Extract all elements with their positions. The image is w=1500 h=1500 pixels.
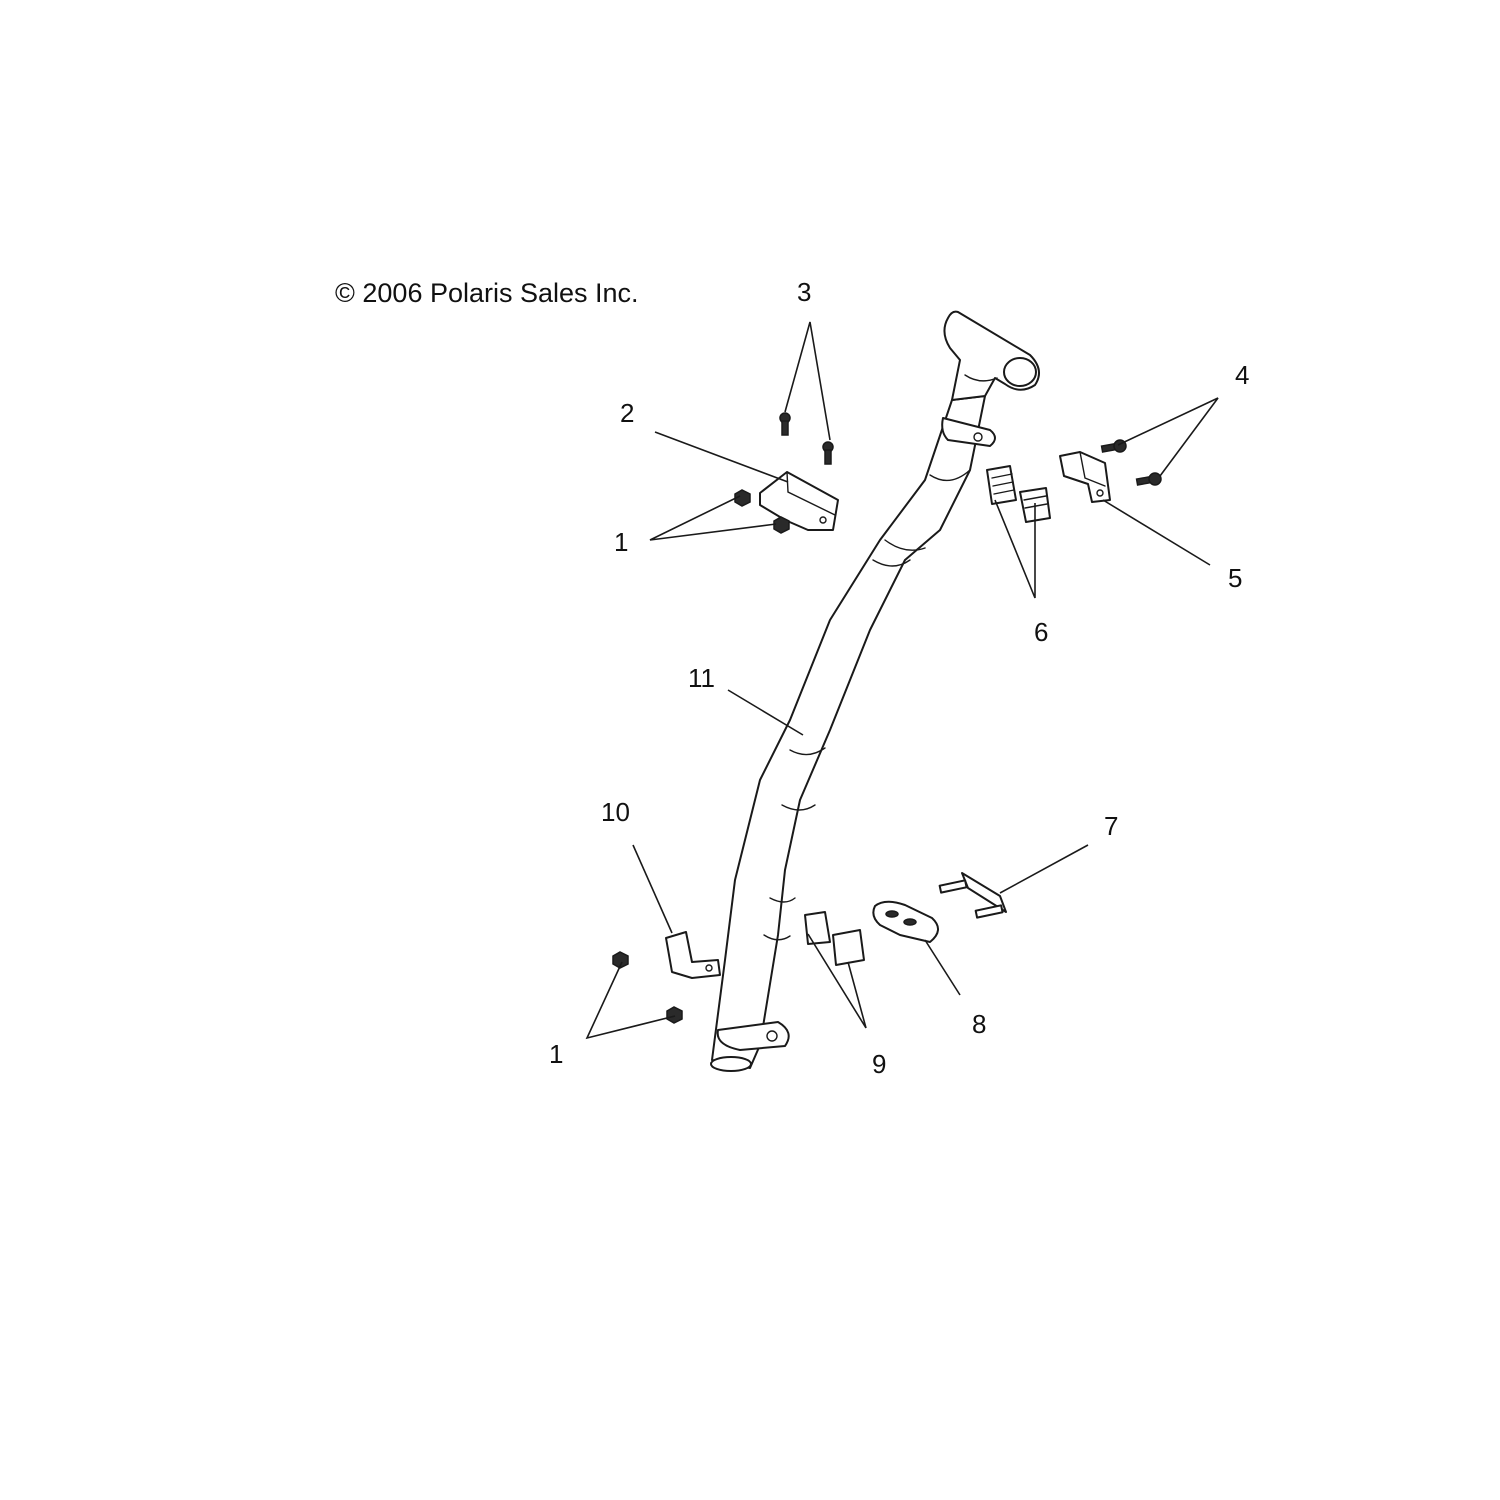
main-tube — [710, 310, 1040, 1072]
callout-9: 9 — [872, 1049, 886, 1079]
upper-mount-bracket — [759, 471, 839, 531]
callout-5: 5 — [1228, 563, 1242, 593]
clamp-bracket-10 — [665, 931, 721, 979]
callout-4: 4 — [1235, 360, 1249, 390]
screw-pair-3 — [779, 412, 834, 465]
callout-7: 7 — [1104, 811, 1118, 841]
clamp-bracket-5 — [1059, 451, 1111, 503]
callout-2: 2 — [620, 398, 634, 428]
callout-8: 8 — [972, 1009, 986, 1039]
callout-6: 6 — [1034, 617, 1048, 647]
nut-pair-lower — [612, 951, 683, 1024]
bushing-pair-9 — [804, 911, 865, 966]
screw-pair-4 — [1100, 439, 1162, 486]
callout-1-upper: 1 — [614, 527, 628, 557]
nut-pair-upper — [734, 489, 790, 534]
callout-3: 3 — [797, 277, 811, 307]
leader-lines — [585, 321, 1219, 1040]
callout-labels: 3 2 1 4 5 6 11 10 7 8 9 1 — [549, 277, 1249, 1079]
callout-10: 10 — [601, 797, 630, 827]
callout-1-lower: 1 — [549, 1039, 563, 1069]
callout-11: 11 — [688, 663, 715, 693]
copyright-notice: © 2006 Polaris Sales Inc. — [335, 278, 639, 308]
pivot-block-8 — [872, 900, 939, 943]
stud-plate-7 — [938, 872, 1007, 919]
bushing-pair-6 — [986, 465, 1051, 523]
